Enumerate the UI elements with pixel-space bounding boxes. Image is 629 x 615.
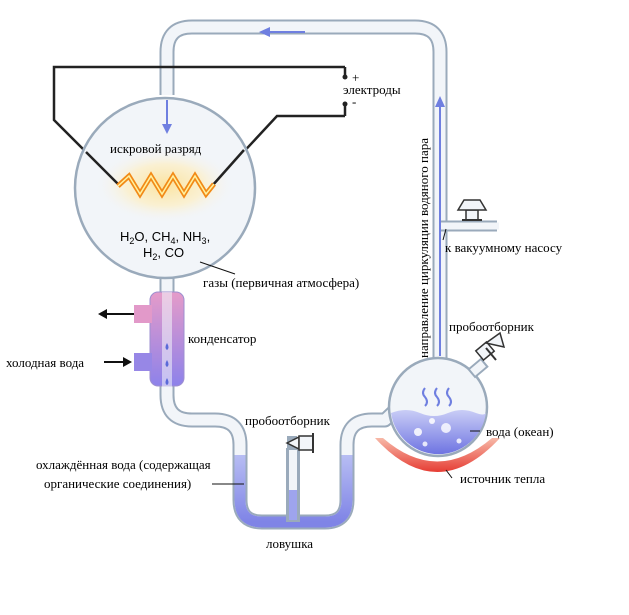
ocean-flask bbox=[375, 331, 506, 472]
label-trap: ловушка bbox=[266, 536, 313, 551]
label-chemistry-line2: H2, CO bbox=[143, 245, 184, 262]
flow-arrows bbox=[162, 27, 445, 356]
leader-lines bbox=[199, 228, 480, 485]
label-plus: + bbox=[352, 70, 359, 85]
label-electrodes: электроды bbox=[343, 82, 401, 97]
glass-tubing bbox=[159, 19, 499, 530]
bottom-tube-outer bbox=[159, 265, 408, 530]
drop-1 bbox=[165, 343, 169, 350]
trap-stem-water bbox=[289, 490, 297, 520]
spark-chamber bbox=[73, 96, 257, 280]
drop-2 bbox=[165, 360, 169, 367]
vacuum-valve bbox=[456, 199, 488, 221]
heat-source bbox=[375, 438, 500, 472]
condenser-inlet bbox=[134, 353, 152, 371]
flask-sampler bbox=[467, 331, 506, 379]
label-condenser: конденсатор bbox=[188, 331, 256, 346]
label-vacuum-pump: к вакуумному насосу bbox=[445, 240, 563, 255]
label-water-ocean: вода (океан) bbox=[486, 424, 554, 439]
label-heat-source: источник тепла bbox=[460, 471, 545, 486]
label-minus: - bbox=[352, 94, 356, 109]
top-tube-inner bbox=[161, 21, 446, 366]
bottom-tube-inner bbox=[161, 265, 406, 528]
label-sampler-right: пробоотборник bbox=[449, 319, 535, 334]
condenser bbox=[98, 291, 185, 387]
label-chemistry-line1: H2O, CH4, NH3, bbox=[120, 229, 210, 246]
flask-water bbox=[391, 410, 486, 455]
condenser-outlet bbox=[134, 305, 152, 323]
label-gases: газы (первичная атмосфера) bbox=[203, 275, 359, 290]
label-sampler-left: пробоотборник bbox=[245, 413, 331, 428]
trap-sampler bbox=[285, 433, 314, 453]
label-cold-water: холодная вода bbox=[6, 355, 84, 370]
label-cooled-water-1: охлаждённая вода (содержащая bbox=[36, 457, 211, 472]
label-steam-direction: направление циркуляции водяного пара bbox=[416, 138, 431, 358]
label-spark: искровой разряд bbox=[110, 141, 202, 156]
condenser-core bbox=[162, 292, 172, 387]
label-cooled-water-2: органические соединения) bbox=[44, 476, 191, 491]
trap-stem-inner bbox=[289, 448, 297, 520]
drop-3 bbox=[165, 378, 169, 385]
